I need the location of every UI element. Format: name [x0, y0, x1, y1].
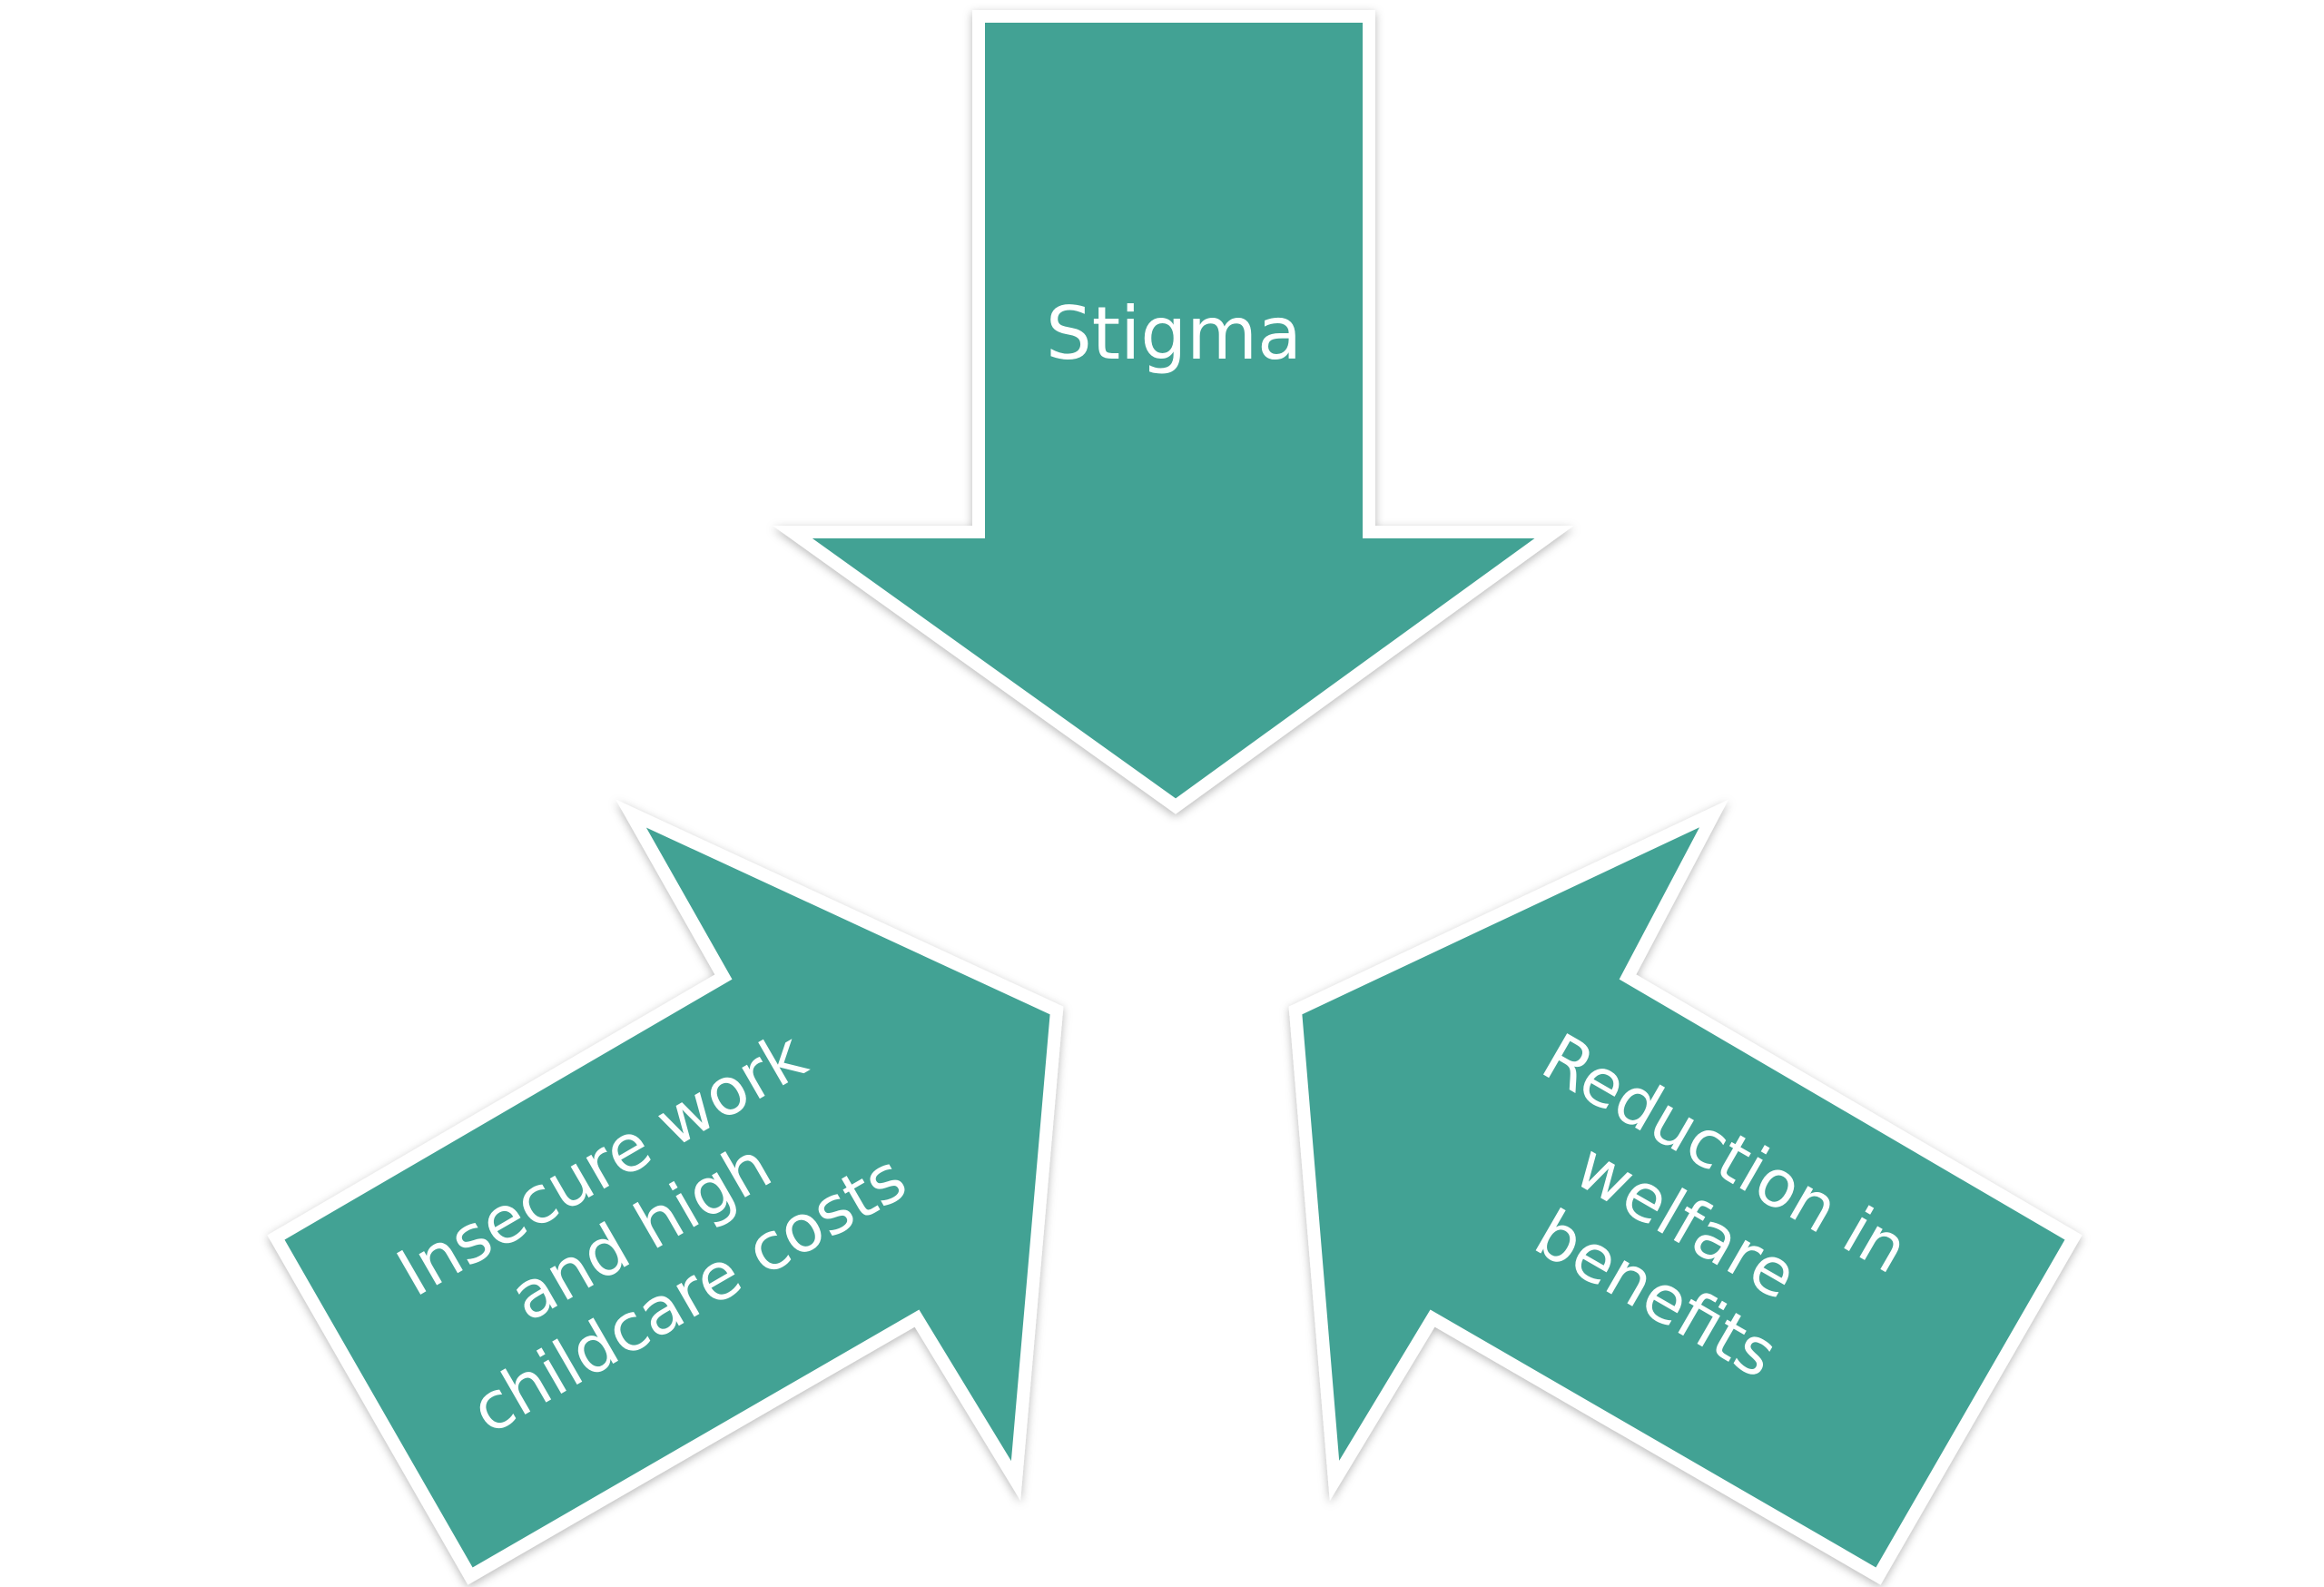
- arrow-stigma-label: Stigma: [1046, 291, 1302, 376]
- arrow-welfare-reduction: Reduction in welfare benefits: [1288, 799, 2083, 1585]
- arrow-stigma: Stigma: [773, 10, 1574, 814]
- arrow-welfare-reduction-label: Reduction in welfare benefits: [1452, 1019, 1939, 1434]
- arrow-insecure-work: Insecure work and high childcare costs: [267, 799, 1064, 1585]
- arrow-up-left-shape: [1288, 799, 2083, 1585]
- arrow-stigma-line-1: Stigma: [1046, 291, 1302, 376]
- arrow-down-shape: [773, 10, 1574, 814]
- arrow-up-right-shape: [267, 799, 1064, 1585]
